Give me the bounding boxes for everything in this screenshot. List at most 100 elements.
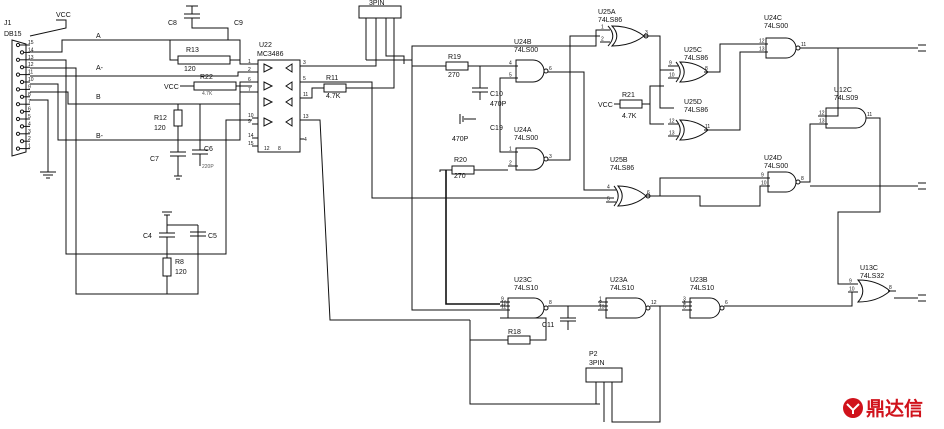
gate-pin-number: 6 (725, 300, 728, 306)
gate-ref: U24C (764, 15, 782, 22)
gate-pin-number: 5 (509, 73, 512, 79)
u22-receiver-glyph (263, 63, 274, 73)
xor-gate-curve (607, 25, 614, 47)
j1-pin-dot (19, 65, 25, 70)
u22-driver-glyph (285, 97, 293, 107)
or-gate-body (678, 119, 709, 141)
r8-body (162, 257, 172, 277)
r11-value: 4.7K (326, 93, 341, 100)
gate-part: 74LS00 (514, 47, 538, 54)
gate-pin-number: 6 (647, 190, 650, 196)
j1-ref: J1 (4, 20, 12, 27)
r12-value: 120 (154, 125, 166, 132)
capacitor-c8: C8 (168, 5, 229, 40)
wire-b-minus (30, 83, 252, 141)
u22-left-pin-number: 10 (248, 113, 254, 119)
gate-pin-number: 4 (509, 61, 512, 67)
gate-pin-number: 5 (607, 197, 610, 203)
gate-pin-number: 3 (683, 297, 686, 303)
gate-part: 74LS86 (598, 17, 622, 24)
u22-receiver-glyph (263, 117, 274, 127)
gate-pin-number: 2 (601, 37, 604, 43)
gate-pin-number: 6 (549, 66, 552, 72)
wire-aux (30, 59, 252, 255)
gate-ref: U23A (610, 277, 628, 284)
r22-body (193, 81, 237, 91)
resistor-r21: VCC R21 4.7K (598, 85, 664, 125)
j1-pin-dot (15, 146, 21, 151)
gate-part: 74LS10 (690, 285, 714, 292)
j1-pin-number: 5 (28, 114, 31, 120)
gate-part: 74LS86 (610, 165, 634, 172)
gate-pin-number: 1 (599, 297, 602, 303)
u22-driver-glyph (285, 81, 293, 91)
u22-left-pin-number: 9 (248, 119, 251, 125)
j1-pin-dot (19, 79, 25, 85)
xor-gate-curve (675, 61, 681, 83)
nand-gate-body (767, 171, 797, 193)
gate-output-bubble (543, 68, 549, 74)
gate-part: 74LS86 (684, 107, 708, 114)
r8-ref: R8 (175, 259, 184, 266)
capacitor-c6: C6 220P (192, 104, 214, 170)
gate-part: 74LS86 (684, 55, 708, 62)
wire-termination (30, 67, 199, 295)
gate-part: 74LS00 (764, 23, 788, 30)
j1-pin-dot (15, 131, 21, 136)
gate-pin-number: 4 (607, 185, 610, 191)
wire-bus-thick (445, 170, 500, 305)
line-label-b-minus: B- (96, 133, 104, 140)
wire-u22-13 (300, 119, 470, 321)
gate-ref: U25C (684, 47, 702, 54)
gate-ref: U24D (764, 155, 782, 162)
j1-part: DB15 (4, 31, 22, 38)
r11-body (323, 83, 347, 93)
j1-pin-dot (19, 124, 25, 129)
gate-output-bubble (795, 45, 801, 51)
gate-pin-number: 13 (669, 131, 675, 137)
gate-pin-number: 10 (501, 301, 507, 307)
wire-b (30, 81, 252, 105)
gate-pin-number: 10 (669, 73, 675, 79)
wire-u22-3 (300, 34, 377, 67)
r12-ref: R12 (154, 115, 167, 122)
r21-ref: R21 (622, 92, 635, 99)
header-p2-body (585, 367, 623, 383)
gate-ref: U23C (514, 277, 532, 284)
j1-pin-number: 4 (28, 121, 31, 127)
gate-output-bubble (543, 156, 549, 162)
capacitor-c7: C7 (150, 140, 186, 180)
gate-part: 74LS32 (860, 273, 884, 280)
gate-ref: U25D (684, 99, 702, 106)
gate-pin-number: 13 (599, 305, 605, 311)
gate-pin-number: 10 (849, 287, 855, 293)
u22-part: MC3486 (257, 51, 284, 58)
watermark-logo: 鼎达信 (843, 397, 923, 420)
c5-ref: C5 (208, 233, 217, 240)
gate-pin-number: 13 (819, 119, 825, 125)
nand-gate-body (765, 37, 797, 59)
gate-ref: U25A (598, 9, 616, 16)
j1-pin-number: 6 (28, 107, 31, 113)
gate-output-bubble (719, 305, 725, 311)
resistor-r22: VCC R22 4.7K (164, 74, 252, 97)
or-gate-body (616, 185, 647, 207)
u22-pin-extra: 4 (304, 137, 307, 143)
logic-wires: C11 R18 (411, 35, 918, 423)
u22-left-pin-number: 2 (248, 67, 251, 73)
gate-pin-number: 4 (683, 301, 686, 307)
r19-ref: R19 (448, 54, 461, 61)
r19-body (445, 61, 469, 71)
gate-part: 74LS10 (514, 285, 538, 292)
u22-right-pin-number: 13 (303, 114, 309, 120)
r13-body (177, 55, 231, 65)
header-top-label: 3PIN (369, 0, 385, 7)
gate-ref: U25B (610, 157, 628, 164)
c19-value: 470P (452, 136, 469, 143)
